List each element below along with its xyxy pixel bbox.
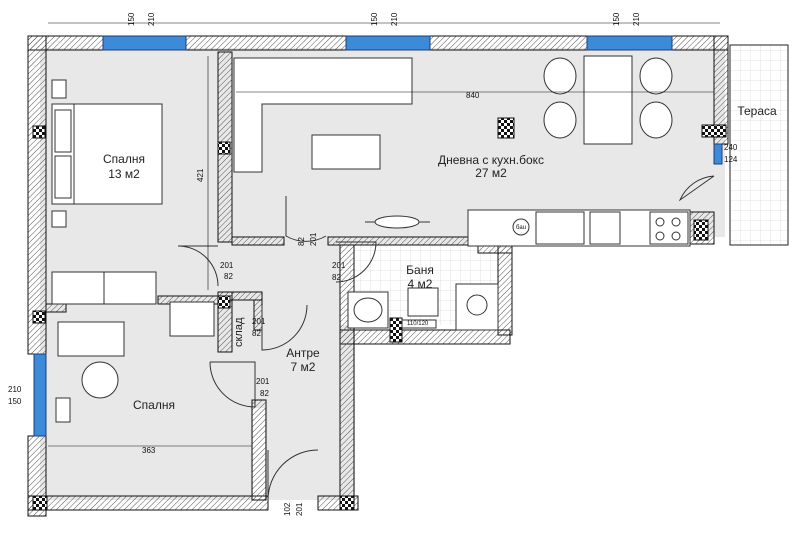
coffee-table — [311, 134, 381, 170]
living-name: Дневна с кухн.бокс — [438, 153, 544, 167]
dim-bedroom-height: 421 — [196, 168, 205, 182]
dim-window-top1-a: 150 — [127, 12, 136, 26]
dim-window-left-a: 210 — [8, 385, 22, 394]
dining-table — [583, 55, 633, 145]
hall-furniture — [57, 301, 215, 357]
dim-door-bedroom1-b: 82 — [224, 272, 233, 281]
dim-living-width: 840 — [466, 91, 480, 100]
dim-bedroom2-width: 363 — [142, 446, 156, 455]
dim-window-top1-b: 210 — [147, 12, 156, 26]
dim-window-top3-b: 210 — [632, 12, 641, 26]
dim-door-bath-a: 201 — [332, 261, 346, 270]
hall-cabinet — [169, 301, 215, 337]
dimension-lines — [48, 22, 720, 447]
room-labels: Спалня 13 м2 Дневна с кухн.бокс 27 м2 Ба… — [103, 104, 777, 412]
windows — [33, 35, 723, 437]
toilet — [407, 287, 439, 317]
bedroom2-name: Спалня — [133, 398, 175, 412]
window-left — [33, 353, 47, 437]
dim-window-top2-b: 210 — [390, 12, 399, 26]
bedroom1-area: 13 м2 — [108, 167, 140, 181]
storage-name: склад — [233, 317, 245, 347]
dim-door-storage-a: 201 — [252, 317, 266, 326]
washer-label: бau — [516, 225, 526, 231]
dim-door-entry-a: 102 — [283, 502, 292, 516]
dim-door-living-a: 82 — [297, 237, 306, 246]
columns — [32, 117, 727, 511]
doors — [177, 175, 715, 501]
living-furniture — [233, 55, 691, 247]
bedroom2-furniture — [55, 361, 119, 423]
window-top-1 — [102, 35, 187, 51]
armchair — [81, 361, 119, 399]
bathroom-name: Баня — [406, 263, 434, 277]
dim-door-bedroom1-a: 201 — [220, 261, 234, 270]
dimension-labels: 150 210 150 210 150 210 210 150 240 124 … — [8, 12, 738, 516]
dim-window-top2-a: 150 — [370, 12, 379, 26]
dim-door-bath-b: 82 — [332, 273, 341, 282]
dim-window-left-b: 150 — [8, 397, 22, 406]
window-terrace — [713, 143, 723, 165]
bedroom1-name: Спалня — [103, 152, 145, 166]
dim-door-storage-b: 82 — [252, 329, 261, 338]
bathroom-fixtures — [347, 283, 499, 331]
dim-window-top3-a: 150 — [612, 12, 621, 26]
hall-name: Антре — [286, 346, 320, 360]
dim-door-living-b: 201 — [309, 232, 318, 246]
living-area: 27 м2 — [475, 166, 507, 180]
dim-small-window: 110/120 — [407, 321, 429, 327]
bathroom-area: 4 м2 — [408, 277, 433, 291]
window-top-3 — [586, 35, 673, 51]
dim-window-terrace-b: 124 — [724, 155, 738, 164]
bedroom1-furniture — [51, 79, 163, 305]
window-top-2 — [345, 35, 431, 51]
dim-door-entry-b: 201 — [295, 502, 304, 516]
terrace-name: Тераса — [737, 104, 777, 118]
dim-door-bedroom2-a: 201 — [256, 377, 270, 386]
dim-window-terrace-a: 240 — [724, 143, 738, 152]
dim-door-bedroom2-b: 82 — [260, 389, 269, 398]
hall-area: 7 м2 — [291, 360, 316, 374]
